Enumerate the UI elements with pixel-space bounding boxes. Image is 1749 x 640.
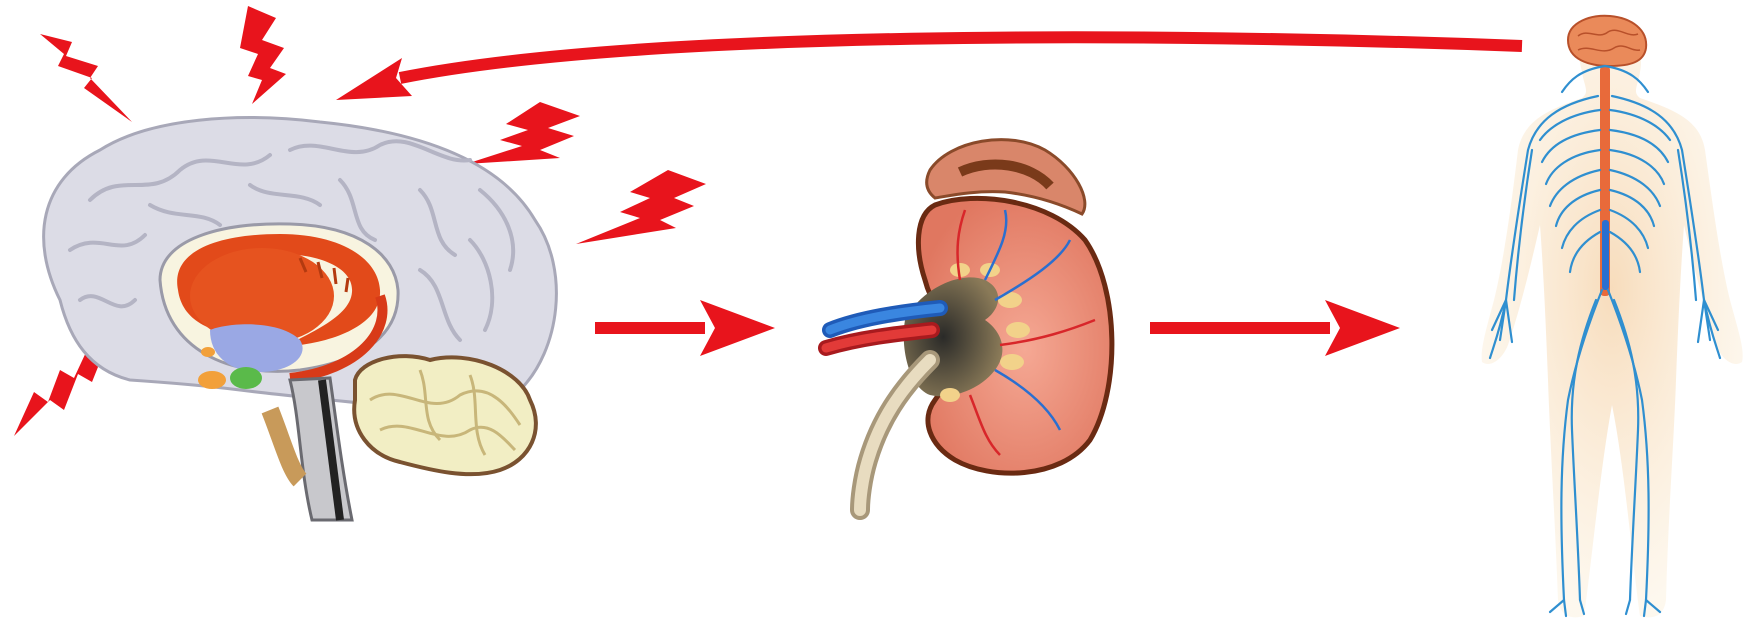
stress-bolt-icon [40, 34, 132, 122]
stress-bolt-icon [466, 102, 580, 164]
brain-illustration [44, 118, 557, 520]
stress-bolt-icon [240, 6, 286, 104]
kidney-illustration [826, 140, 1112, 510]
arrow-kidney-to-body [1150, 300, 1400, 356]
arrow-body-to-brain [336, 37, 1522, 100]
nervous-system-illustration [1482, 16, 1743, 618]
stress-bolt-icon [576, 170, 706, 244]
arrow-brain-to-kidney [595, 300, 775, 356]
